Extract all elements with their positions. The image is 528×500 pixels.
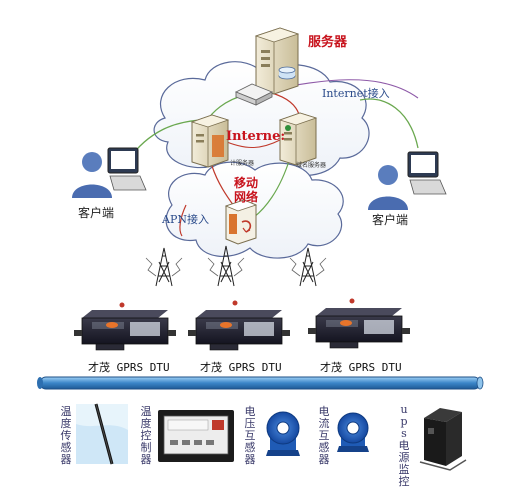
tower-icon-2 bbox=[207, 245, 245, 287]
device-label-current-transformer: 电流互感器 bbox=[318, 405, 330, 466]
internet-label: Interne: bbox=[226, 129, 286, 144]
client-right-label: 客户端 bbox=[372, 213, 409, 227]
ups-device-image bbox=[419, 408, 467, 471]
client-right-icon bbox=[368, 151, 447, 210]
server-icon bbox=[254, 27, 300, 95]
dtu-label-2: 才茂 GPRS DTU bbox=[200, 361, 282, 374]
domain-server-label: 域名服务器 bbox=[296, 162, 327, 169]
client-left-icon bbox=[72, 147, 147, 198]
link-client-right bbox=[359, 98, 419, 149]
domain-server-icon bbox=[278, 112, 318, 166]
dtu-device-3 bbox=[308, 298, 410, 349]
device-label-voltage-transformer: 电压互感器 bbox=[244, 405, 256, 466]
device-label-temperature-controller: 温度控制器 bbox=[140, 405, 152, 466]
calc-server-icon bbox=[190, 114, 230, 168]
voltage-transformer-image bbox=[266, 411, 300, 456]
temperature-sensor-image bbox=[76, 403, 128, 465]
current-transformer-image bbox=[337, 412, 369, 452]
device-label-ups-monitor: ups电源监控 bbox=[398, 403, 410, 488]
server-label: 服务器 bbox=[308, 35, 348, 50]
client-left-label: 客户端 bbox=[78, 206, 115, 220]
dtu-label-1: 才茂 GPRS DTU bbox=[88, 361, 170, 374]
gateway-icon bbox=[224, 199, 258, 245]
router-icon bbox=[234, 83, 274, 106]
dtu-label-3: 才茂 GPRS DTU bbox=[320, 361, 402, 374]
bus-bar bbox=[37, 376, 484, 390]
calc-server-label: 计服务器 bbox=[230, 160, 255, 167]
tower-icon-1 bbox=[145, 247, 183, 287]
temperature-controller-image bbox=[158, 410, 234, 462]
link-mobile-left bbox=[179, 204, 187, 237]
dtu-device-2 bbox=[188, 300, 290, 351]
tower-icon-3 bbox=[289, 247, 327, 287]
device-label-temperature-sensor: 温度传感器 bbox=[60, 405, 72, 466]
apn-access-label: APN接入 bbox=[162, 213, 209, 226]
mobile-network-label: 移动网络 bbox=[233, 176, 258, 204]
internet-access-label: Internet接入 bbox=[322, 87, 390, 100]
dtu-device-1 bbox=[74, 302, 176, 351]
